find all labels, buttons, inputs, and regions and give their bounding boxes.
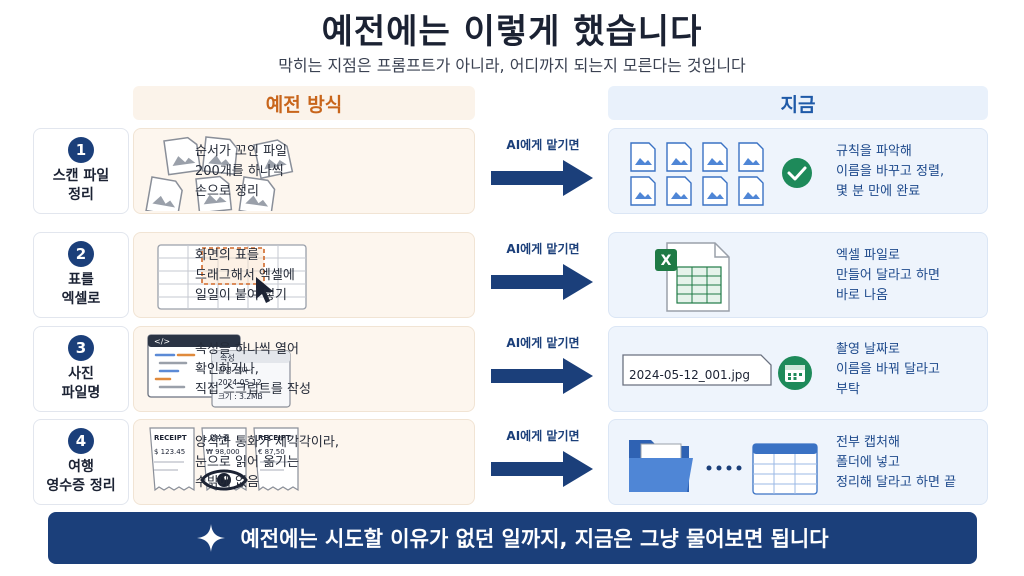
old-method-text: 순서가 꼬인 파일 200개를 하나씩 손으로 정리 (195, 144, 287, 199)
calendar-icon (778, 356, 812, 390)
receipts-eye-icon: RECEIPT $ 123.45 영수증 ₩ 98,000 RECEIPT € … (149, 427, 299, 492)
sparkle-icon (197, 524, 226, 552)
table-icon (752, 443, 818, 495)
column-header-old: 예전 방식 (133, 86, 475, 120)
row-table-to-excel: 2 표를 엑셀로 화면의 표를 드래그해서 엑셀에 일일이 붙여 넣기 AI에게… (0, 232, 1024, 318)
old-method-box: </> 속성 촬영 날짜 : 2024-05-12 크기 : 3.2MB (133, 326, 475, 412)
file-name-tag (622, 354, 772, 386)
ai-arrow: AI에게 맡기면 (488, 326, 598, 412)
properties-header: 속성 (220, 354, 235, 363)
receipt-header: RECEIPT (154, 434, 187, 442)
mouse-cursor-icon (256, 277, 274, 303)
ai-arrow-label: AI에게 맡기면 (506, 138, 580, 152)
page-subtitle: 막히는 지점은 프롬프트가 아니라, 어디까지 되는지 모른다는 것입니다 (278, 56, 746, 75)
old-method-text: 화면의 표를 드래그해서 엑셀에 일일이 붙여 넣기 (195, 248, 295, 303)
new-method-box: 2024-05-12_001.jpg (608, 326, 988, 412)
row-title: 스캔 파일 정리 (52, 168, 110, 203)
svg-text:X: X (661, 253, 672, 269)
receipt-header: 영수증 (210, 433, 230, 442)
ai-arrow: AI에게 맡기면 (488, 419, 598, 505)
renamed-file-graphic: 2024-05-12_001.jpg (622, 354, 812, 390)
row-number: 1 (68, 137, 94, 163)
old-method-text: 속성을 하나씩 열어 확인하거나, 직접 스크립트를 작성 (195, 342, 311, 397)
column-header-now: 지금 (608, 86, 988, 120)
receipt-amount: € 87,50 (258, 448, 285, 456)
row-label: 1 스캔 파일 정리 (33, 128, 129, 214)
ai-arrow-label: AI에게 맡기면 (506, 336, 580, 350)
row-title: 여행 영수증 정리 (46, 459, 116, 494)
row-label: 3 사진 파일명 (33, 326, 129, 412)
new-method-text: 전부 캡처해 폴더에 넣고 정리해 달라고 하면 끝 (836, 435, 957, 490)
properties-date-value: 2024-05-12 (218, 378, 262, 387)
ai-arrow-label: AI에게 맡기면 (506, 429, 580, 443)
receipt-amount: ₩ 98,000 (206, 448, 240, 456)
folder-icon (629, 440, 693, 492)
old-method-box (133, 128, 475, 214)
properties-date-label: 촬영 날짜 : (218, 365, 253, 375)
right-arrow-icon (491, 358, 593, 394)
excel-file-icon: X (655, 242, 730, 312)
row-number: 4 (68, 428, 94, 454)
sorted-image-files-check-icon (630, 142, 812, 206)
new-method-box (608, 128, 988, 214)
row-label: 2 표를 엑셀로 (33, 232, 129, 318)
old-method-text: 양식과 통화가 제각각이라, 눈으로 읽어 옮기는 수밖에 없음 (195, 435, 339, 490)
ai-arrow: AI에게 맡기면 (488, 128, 598, 214)
receipt-header: RECEIPT (258, 434, 291, 442)
right-arrow-icon (491, 160, 593, 196)
old-method-box (133, 232, 475, 318)
new-method-text: 규칙을 파악해 이름을 바꾸고 정렬, 몇 분 만에 완료 (836, 144, 945, 199)
new-method-text: 촬영 날짜로 이름을 바꿔 달라고 부탁 (836, 342, 940, 397)
eye-icon (200, 469, 248, 491)
footer-text: 예전에는 시도할 이유가 없던 일까지, 지금은 그냥 물어보면 됩니다 (240, 527, 829, 551)
row-photo-filenames: 3 사진 파일명 </> 속성 촬영 날짜 : 2024-05-12 크기 : … (0, 326, 1024, 412)
ai-arrow: AI에게 맡기면 (488, 232, 598, 318)
code-tag: </> (154, 337, 170, 346)
new-method-text: 엑셀 파일로 만들어 달라고 하면 바로 나옴 (836, 248, 940, 303)
old-method-box: RECEIPT $ 123.45 영수증 ₩ 98,000 RECEIPT € … (133, 419, 475, 505)
page-title: 예전에는 이렇게 했습니다 (321, 12, 703, 52)
new-method-box (608, 419, 988, 505)
new-method-box: X (608, 232, 988, 318)
row-scan-files: 1 스캔 파일 정리 순서가 꼬인 파일 200개를 하나씩 손으로 정리 AI… (0, 128, 1024, 214)
new-filename: 2024-05-12_001.jpg (629, 368, 750, 382)
check-circle-icon (782, 158, 812, 188)
row-title: 사진 파일명 (61, 366, 101, 401)
receipt-amount: $ 123.45 (154, 448, 185, 456)
row-number: 2 (68, 241, 94, 267)
properties-size: 크기 : 3.2MB (218, 392, 263, 401)
row-number: 3 (68, 335, 94, 361)
table-selection-cursor-icon (157, 244, 307, 310)
row-travel-receipts: 4 여행 영수증 정리 RECEIPT $ 123.45 영수증 ₩ 98,00… (0, 419, 1024, 505)
footer-banner: 예전에는 시도할 이유가 없던 일까지, 지금은 그냥 물어보면 됩니다 (48, 512, 977, 564)
row-title: 표를 엑셀로 (61, 272, 101, 307)
ai-arrow-label: AI에게 맡기면 (506, 242, 580, 256)
scattered-image-files-icon (145, 136, 294, 211)
right-arrow-icon (491, 264, 593, 300)
folder-to-table-icon (629, 440, 818, 495)
row-label: 4 여행 영수증 정리 (33, 419, 129, 505)
right-arrow-icon (491, 451, 593, 487)
code-window-properties-icon: </> 속성 촬영 날짜 : 2024-05-12 크기 : 3.2MB (147, 334, 291, 408)
